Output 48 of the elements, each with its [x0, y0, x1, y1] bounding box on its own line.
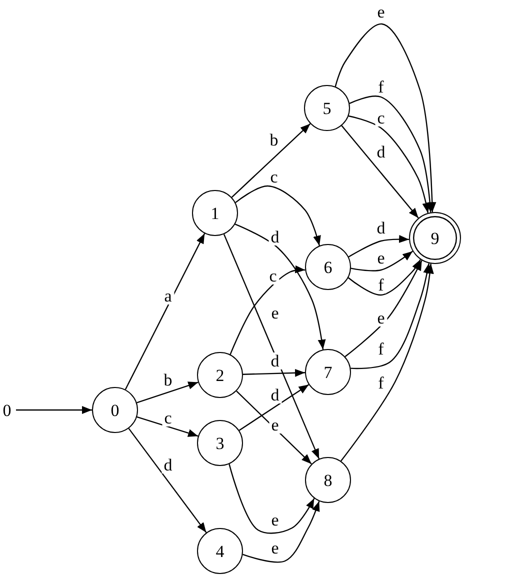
edge-label: d — [268, 228, 282, 246]
arrow — [234, 224, 326, 350]
edge-label: d — [268, 352, 282, 370]
edge-label: f — [376, 340, 386, 358]
arrow — [349, 96, 434, 212]
state-circle: 8 — [305, 457, 351, 503]
state-circle: 5 — [304, 85, 350, 131]
edge-label: b — [268, 132, 280, 148]
arrow — [350, 263, 432, 370]
arrow — [231, 123, 311, 198]
arrow — [340, 264, 434, 462]
state-circle: 4 — [197, 528, 243, 574]
arrow — [223, 234, 320, 460]
edge-label: f — [376, 374, 386, 392]
arrow — [16, 406, 92, 414]
arrow — [341, 125, 419, 218]
edge-label: d — [268, 386, 282, 404]
arrow — [235, 185, 321, 246]
arrow — [124, 233, 206, 390]
arrow — [136, 382, 198, 404]
arrow — [238, 384, 310, 431]
state-circle: 1 — [192, 190, 238, 236]
state-circle: 2 — [197, 352, 243, 398]
state-circle: 3 — [197, 420, 243, 466]
arrow — [230, 265, 306, 355]
arrow — [348, 259, 421, 296]
arrow — [228, 464, 315, 534]
accept-state-circle: 9 — [409, 212, 461, 264]
start-label: 0 — [0, 400, 14, 420]
arrow — [242, 368, 306, 377]
edge-label: b — [162, 372, 174, 388]
edge-label: d — [374, 144, 388, 160]
edge-label: f — [376, 276, 386, 294]
arrow — [128, 428, 207, 533]
arrow — [344, 260, 422, 358]
arrow — [334, 23, 436, 212]
state-circle: 0 — [92, 387, 138, 433]
arrow — [136, 416, 198, 437]
arrow — [348, 115, 430, 214]
edge-label: f — [376, 78, 386, 96]
edge-label: d — [374, 220, 388, 236]
edge-label: d — [162, 456, 174, 474]
state-circle: 6 — [305, 244, 351, 290]
arrow — [348, 235, 410, 258]
arrow — [242, 501, 320, 563]
state-circle: 7 — [305, 349, 351, 395]
arrow — [236, 390, 312, 464]
arrow — [350, 250, 413, 272]
